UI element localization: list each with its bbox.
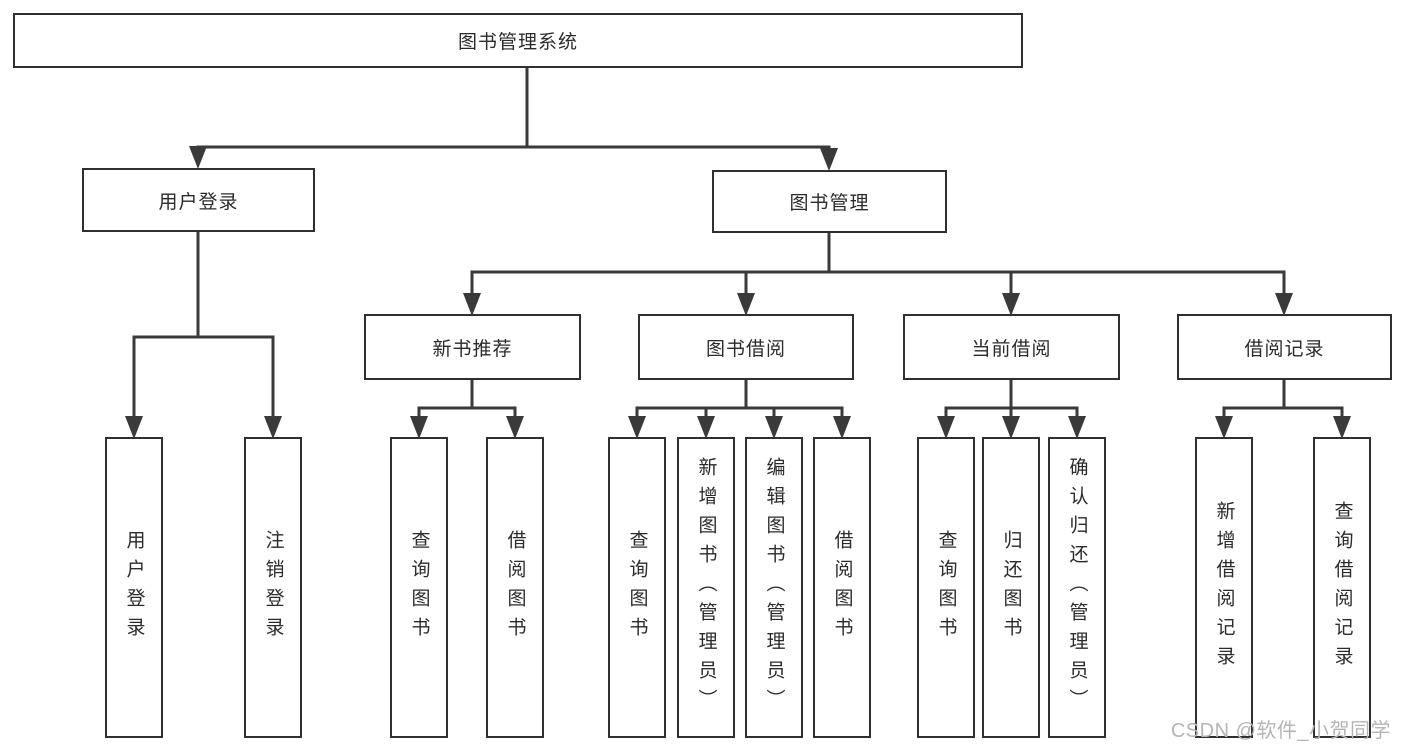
arrow-down-icon (937, 416, 955, 439)
node-leaf-return-books: 归还图书 (982, 437, 1040, 738)
watermark: CSDN @软件_小贺同学 (1170, 720, 1391, 742)
connector-user-login-branch (132, 335, 275, 420)
node-leaf-borrow-books: 借阅图书 (813, 437, 871, 738)
node-leaf-logout: 注销登录 (244, 437, 302, 738)
node-leaf-borrow-books-recommend: 借阅图书 (486, 437, 544, 738)
node-leaf-query-borrow-record: 查询借阅记录 (1313, 437, 1371, 738)
node-leaf-query-books-current: 查询图书 (917, 437, 975, 738)
node-root: 图书管理系统 (13, 13, 1023, 68)
arrow-down-icon (1002, 416, 1020, 439)
node-current-borrowing: 当前借阅 (903, 314, 1120, 380)
arrow-down-icon (189, 146, 207, 169)
arrow-down-icon (506, 416, 524, 439)
arrow-down-icon (697, 416, 715, 439)
connector-book-borrow-branch (635, 406, 844, 418)
arrow-down-icon (765, 416, 783, 439)
node-book-borrowing: 图书借阅 (638, 314, 854, 380)
node-borrow-records: 借阅记录 (1177, 314, 1392, 380)
connector-new-book-branch (417, 406, 517, 418)
arrow-down-icon (1275, 293, 1293, 316)
arrow-down-icon (833, 416, 851, 439)
arrow-down-icon (264, 416, 282, 439)
node-leaf-query-books-recommend: 查询图书 (390, 437, 448, 738)
arrow-down-icon (1068, 416, 1086, 439)
node-leaf-confirm-return-admin: 确认归还（管理员） (1048, 437, 1106, 738)
arrow-down-icon (737, 293, 755, 316)
node-leaf-add-borrow-record: 新增借阅记录 (1195, 437, 1253, 738)
node-leaf-edit-book-admin: 编辑图书（管理员） (745, 437, 803, 738)
connector-book-management-branch (470, 270, 1286, 296)
node-leaf-user-login: 用户登录 (105, 437, 163, 738)
connector-root-branch (196, 145, 831, 167)
arrow-down-icon (820, 148, 838, 171)
arrow-down-icon (463, 293, 481, 316)
arrow-down-icon (1333, 416, 1351, 439)
node-leaf-query-books-borrow: 查询图书 (608, 437, 666, 738)
node-book-management: 图书管理 (712, 170, 947, 233)
arrow-down-icon (1215, 416, 1233, 439)
node-user-login: 用户登录 (82, 168, 315, 232)
node-new-book-recommend: 新书推荐 (364, 314, 581, 380)
arrow-down-icon (410, 416, 428, 439)
arrow-down-icon (1002, 293, 1020, 316)
arrow-down-icon (628, 416, 646, 439)
arrow-down-icon (125, 416, 143, 439)
connector-borrow-records-branch (1222, 406, 1344, 418)
node-leaf-add-book-admin: 新增图书（管理员） (677, 437, 735, 738)
